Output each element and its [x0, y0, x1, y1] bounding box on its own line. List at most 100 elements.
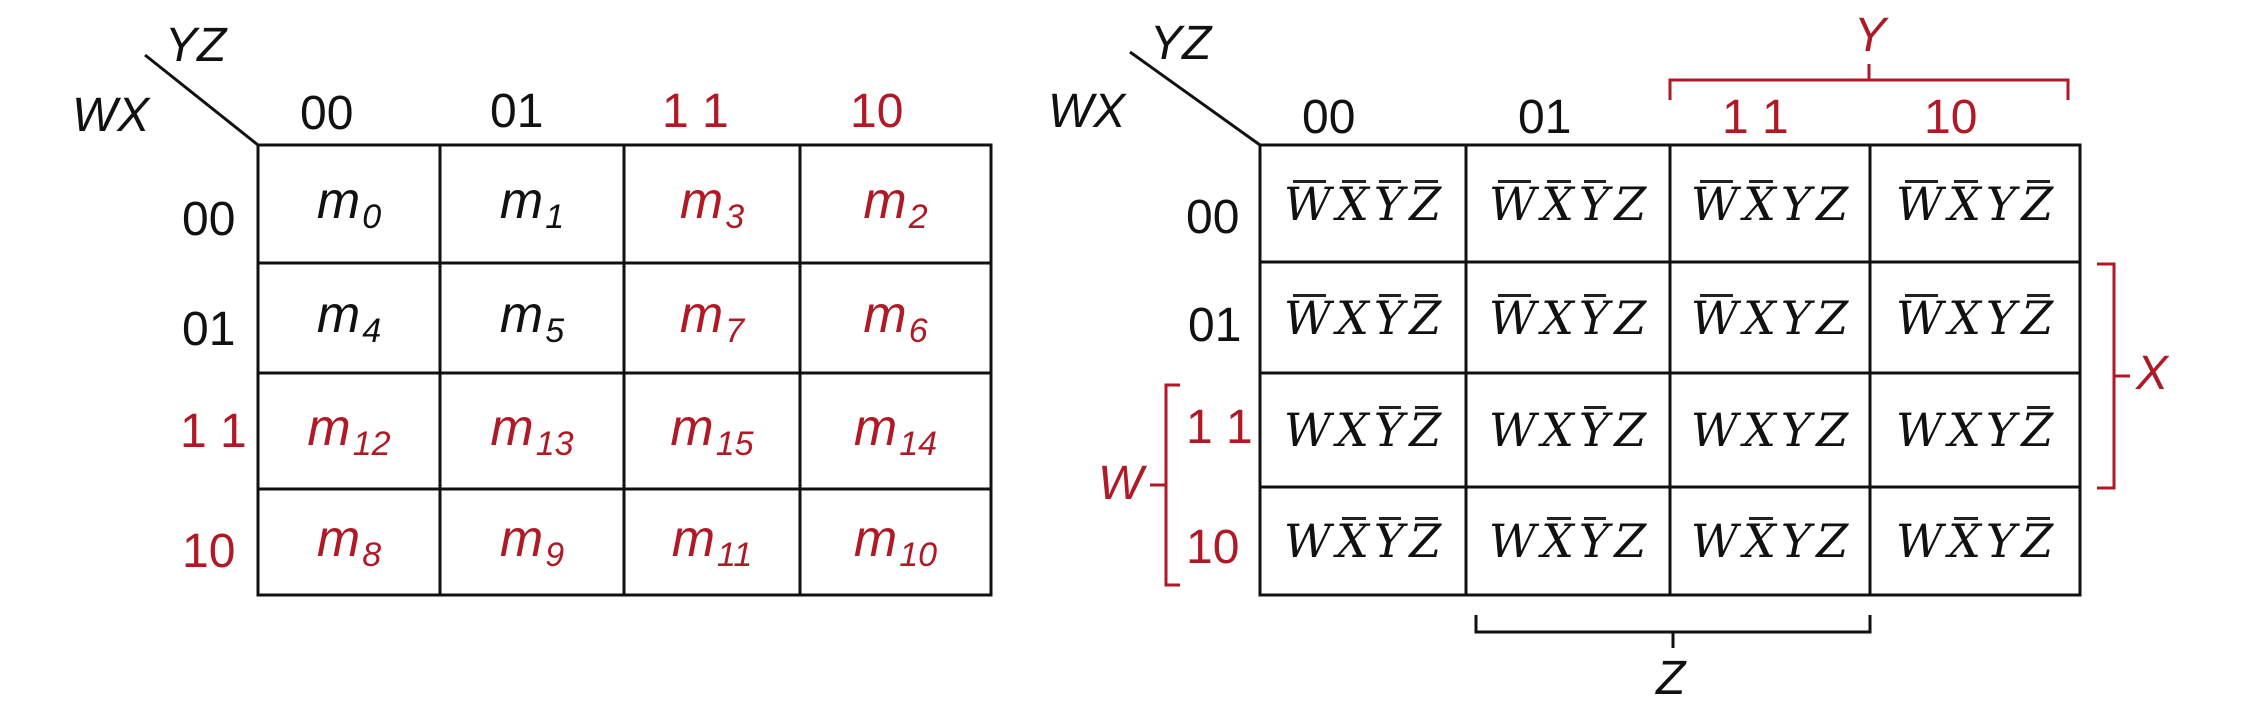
minterm-index: 14	[899, 425, 938, 463]
left-row-header-1: 01	[182, 303, 236, 356]
right-cell-0-3: WXYZ	[1870, 145, 2080, 262]
complemented-variable: X	[1743, 176, 1777, 231]
variable: X	[1541, 290, 1575, 345]
minterm-label: m9	[500, 509, 564, 575]
complemented-variable: X	[1541, 176, 1575, 231]
minterm-index: 0	[362, 198, 382, 236]
complemented-variable: Y	[1373, 176, 1406, 231]
complemented-variable: W	[1488, 290, 1538, 345]
product-term: WXYZ	[1282, 291, 1444, 345]
variable: Y	[1985, 290, 2018, 345]
minterm-base: m	[670, 399, 714, 457]
left-col-header-3: 10	[850, 85, 904, 138]
minterm-label: m14	[854, 398, 937, 464]
right-corner-col-var: YZ	[1150, 17, 1212, 70]
right-col-header-3: 10	[1924, 91, 1978, 144]
variable: W	[1895, 514, 1945, 568]
product-term: WXYZ	[1282, 514, 1444, 568]
complemented-variable: Y	[1578, 176, 1611, 231]
complemented-variable: Z	[2021, 176, 2055, 231]
left-row-header-2: 1 1	[180, 405, 247, 458]
product-term: WXYZ	[1894, 514, 2056, 568]
minterm-label: m2	[863, 171, 927, 237]
left-cell-m9: m9	[440, 489, 624, 595]
x-bracket	[2097, 262, 2130, 490]
w-bracket-label: W	[1098, 457, 1144, 510]
product-term: WXYZ	[1894, 177, 2056, 231]
right-cell-0-0: WXYZ	[1260, 145, 1466, 262]
minterm-index: 2	[908, 198, 928, 236]
variable: W	[1283, 403, 1333, 457]
complemented-variable: X	[1743, 514, 1777, 568]
variable: W	[1283, 514, 1333, 568]
minterm-label: m3	[680, 171, 744, 237]
left-row-header-3: 10	[182, 525, 236, 578]
minterm-base: m	[853, 399, 898, 457]
complemented-variable: X	[1948, 514, 1982, 568]
variable: Z	[1816, 403, 1850, 457]
right-cell-1-3: WXYZ	[1870, 262, 2080, 373]
right-cell-1-1: WXYZ	[1466, 262, 1670, 373]
right-cell-0-2: WXYZ	[1670, 145, 1870, 262]
left-cell-m3: m3	[624, 145, 800, 263]
variable: X	[1541, 403, 1575, 457]
variable: Y	[1780, 290, 1813, 345]
variable: Z	[1816, 290, 1850, 345]
minterm-base: m	[671, 510, 716, 568]
minterm-label: m8	[317, 509, 381, 575]
product-term: WXYZ	[1487, 177, 1649, 231]
minterm-index: 12	[352, 425, 391, 463]
minterm-label: m4	[317, 285, 381, 351]
right-cell-3-2: WXYZ	[1670, 487, 1870, 595]
y-bracket-label: Y	[1854, 9, 1887, 62]
left-cell-m14: m14	[800, 373, 991, 489]
complemented-variable: W	[1895, 290, 1945, 345]
minterm-index: 11	[717, 536, 753, 574]
minterm-base: m	[499, 510, 544, 568]
variable: X	[1336, 290, 1370, 345]
minterm-index: 4	[362, 312, 382, 350]
complemented-variable: X	[1336, 514, 1370, 568]
variable: Z	[1614, 290, 1648, 345]
product-term: WXYZ	[1689, 177, 1851, 231]
right-cell-3-0: WXYZ	[1260, 487, 1466, 595]
z-bracket-label: Z	[1656, 652, 1686, 705]
right-cell-2-3: WXYZ	[1870, 373, 2080, 487]
left-map-grid	[144, 53, 993, 597]
left-cell-m0: m0	[258, 145, 440, 263]
complemented-variable: X	[1336, 176, 1370, 231]
minterm-index: 9	[545, 536, 565, 574]
left-cell-m2: m2	[800, 145, 991, 263]
product-term: WXYZ	[1282, 177, 1444, 231]
minterm-label: m12	[307, 398, 390, 464]
product-term: WXYZ	[1689, 403, 1851, 457]
complemented-variable: Y	[1373, 403, 1406, 457]
variable: W	[1690, 514, 1740, 568]
left-cell-m10: m10	[800, 489, 991, 595]
minterm-label: m13	[490, 398, 573, 464]
minterm-index: 10	[899, 536, 938, 574]
minterm-base: m	[853, 510, 898, 568]
minterm-index: 3	[725, 198, 745, 236]
complemented-variable: Z	[2021, 290, 2055, 345]
left-cell-m6: m6	[800, 263, 991, 373]
left-corner-col-var: YZ	[165, 19, 227, 72]
left-cell-m13: m13	[440, 373, 624, 489]
complemented-variable: Y	[1373, 290, 1406, 345]
right-corner-row-var: WX	[1048, 85, 1126, 138]
minterm-label: m15	[670, 398, 753, 464]
left-col-header-2: 1 1	[662, 85, 729, 138]
product-term: WXYZ	[1282, 403, 1444, 457]
product-term: WXYZ	[1894, 291, 2056, 345]
variable: Z	[1614, 176, 1648, 231]
right-row-header-2: 1 1	[1186, 401, 1253, 454]
minterm-label: m1	[500, 171, 564, 237]
right-cell-0-1: WXYZ	[1466, 145, 1670, 262]
x-bracket-label: X	[2136, 347, 2169, 400]
w-bracket	[1150, 383, 1180, 587]
variable: Z	[1614, 514, 1648, 568]
complemented-variable: W	[1488, 176, 1538, 231]
complemented-variable: W	[1283, 176, 1333, 231]
complemented-variable: Z	[1409, 176, 1443, 231]
